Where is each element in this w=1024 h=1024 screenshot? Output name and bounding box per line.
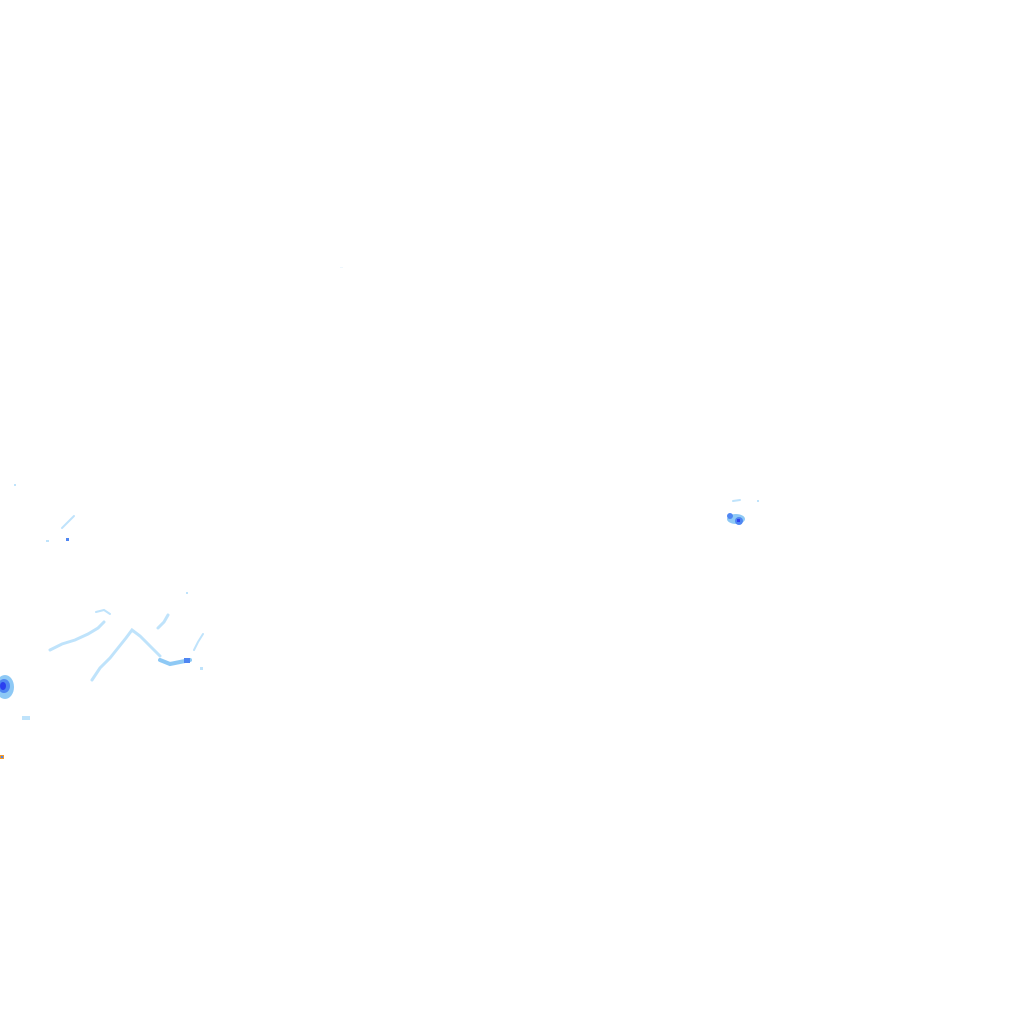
echo-pixel [46, 540, 49, 542]
echo-blob [0, 682, 6, 690]
echo-blob [727, 513, 733, 519]
echo-pixel [340, 267, 343, 268]
echo-pixel [200, 667, 203, 670]
echo-pixel [186, 592, 188, 594]
echo-streak [95, 608, 111, 615]
echo-pixel [66, 538, 69, 541]
echo-pixel [737, 519, 740, 522]
echo-pixel [22, 716, 30, 720]
echo-pixel [757, 500, 759, 502]
echo-region-southwest-band [14, 484, 204, 720]
echo-streak [156, 613, 170, 630]
echo-pixel [14, 484, 16, 486]
echo-region-west-edge-cell [0, 675, 14, 759]
echo-streak [61, 515, 75, 529]
echo-streak [90, 627, 162, 682]
echo-streak [193, 633, 204, 651]
echo-streak [48, 620, 106, 652]
echo-region-east-cell [727, 499, 759, 525]
echo-pixel [184, 658, 190, 663]
echo-pixel [1, 756, 3, 758]
echo-streak [732, 499, 741, 502]
